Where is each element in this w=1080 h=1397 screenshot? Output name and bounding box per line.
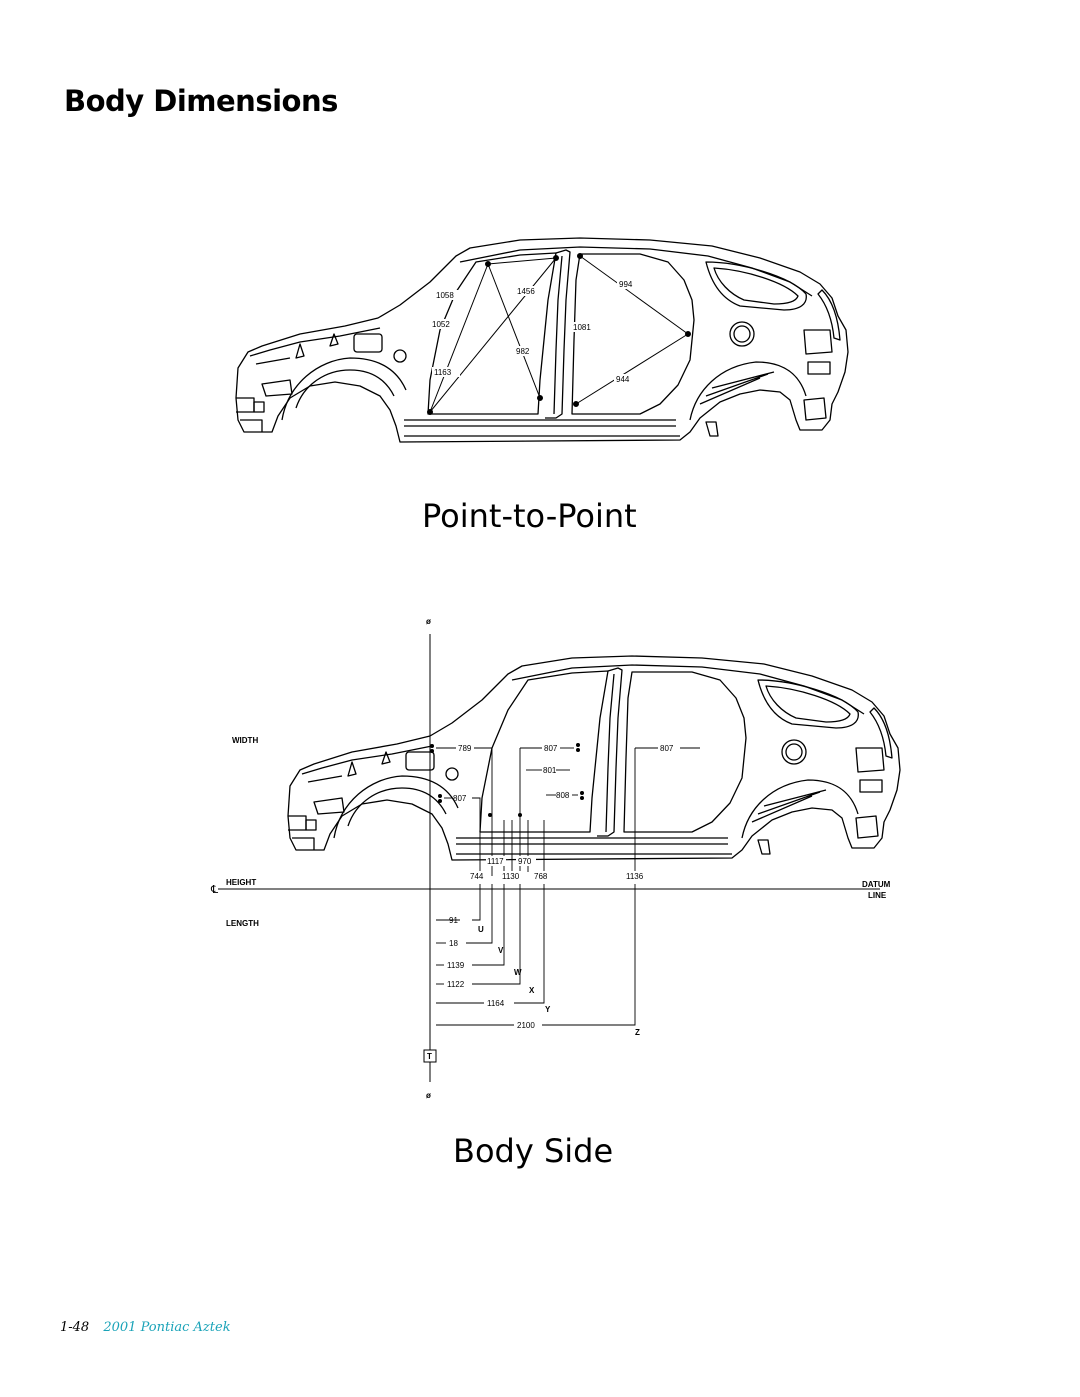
label-801: 801 bbox=[543, 766, 557, 775]
book-title: 2001 Pontiac Aztek bbox=[103, 1320, 231, 1335]
label-1130: 1130 bbox=[502, 872, 520, 881]
centerline-icon: ℄ bbox=[210, 883, 218, 896]
label-1456: 1456 bbox=[517, 287, 535, 296]
label-982: 982 bbox=[516, 347, 530, 356]
label-807-front: 807 bbox=[453, 794, 467, 803]
label-w: W bbox=[514, 968, 522, 977]
label-744: 744 bbox=[470, 872, 484, 881]
label-768: 768 bbox=[534, 872, 548, 881]
label-807-rear: 807 bbox=[660, 744, 674, 753]
label-91: 91 bbox=[449, 916, 458, 925]
label-1117: 1117 bbox=[487, 857, 504, 866]
body-side-diagram: ø ø T ℄ WIDTH HEIGHT LENGTH DATUM LINE bbox=[210, 617, 901, 1100]
label-18: 18 bbox=[449, 939, 458, 948]
datum-label: DATUM bbox=[862, 880, 891, 889]
label-1058: 1058 bbox=[436, 291, 454, 300]
label-y: Y bbox=[545, 1005, 551, 1014]
label-1136: 1136 bbox=[626, 872, 644, 881]
label-1081: 1081 bbox=[573, 323, 591, 332]
label-1164: 1164 bbox=[487, 999, 505, 1008]
phi-top-symbol: ø bbox=[426, 617, 431, 626]
label-v: V bbox=[498, 946, 504, 955]
point-to-point-diagram: 1058 1456 994 1052 1081 982 1163 944 bbox=[235, 237, 849, 443]
label-1122: 1122 bbox=[447, 980, 465, 989]
label-u: U bbox=[478, 925, 484, 934]
label-x: X bbox=[529, 986, 535, 995]
label-2100: 2100 bbox=[517, 1021, 535, 1030]
label-1139: 1139 bbox=[447, 961, 465, 970]
label-z: Z bbox=[635, 1028, 640, 1037]
page-title: Body Dimensions bbox=[64, 84, 338, 118]
label-808: 808 bbox=[556, 791, 570, 800]
label-970: 970 bbox=[518, 857, 532, 866]
page-footer: 1-48 2001 Pontiac Aztek bbox=[60, 1320, 231, 1335]
label-994: 994 bbox=[619, 280, 633, 289]
line-label: LINE bbox=[868, 891, 887, 900]
label-1163: 1163 bbox=[434, 368, 452, 377]
label-807-b-pillar: 807 bbox=[544, 744, 558, 753]
point-to-point-caption: Point-to-Point bbox=[422, 497, 637, 535]
body-side-caption: Body Side bbox=[453, 1132, 614, 1170]
label-789: 789 bbox=[458, 744, 472, 753]
label-944: 944 bbox=[616, 375, 630, 384]
height-label: HEIGHT bbox=[226, 878, 256, 887]
label-1052: 1052 bbox=[432, 320, 450, 329]
width-label: WIDTH bbox=[232, 736, 258, 745]
t-box-label: T bbox=[427, 1052, 432, 1061]
phi-bottom-symbol: ø bbox=[426, 1091, 431, 1100]
page-number: 1-48 bbox=[60, 1320, 90, 1335]
length-label: LENGTH bbox=[226, 919, 259, 928]
